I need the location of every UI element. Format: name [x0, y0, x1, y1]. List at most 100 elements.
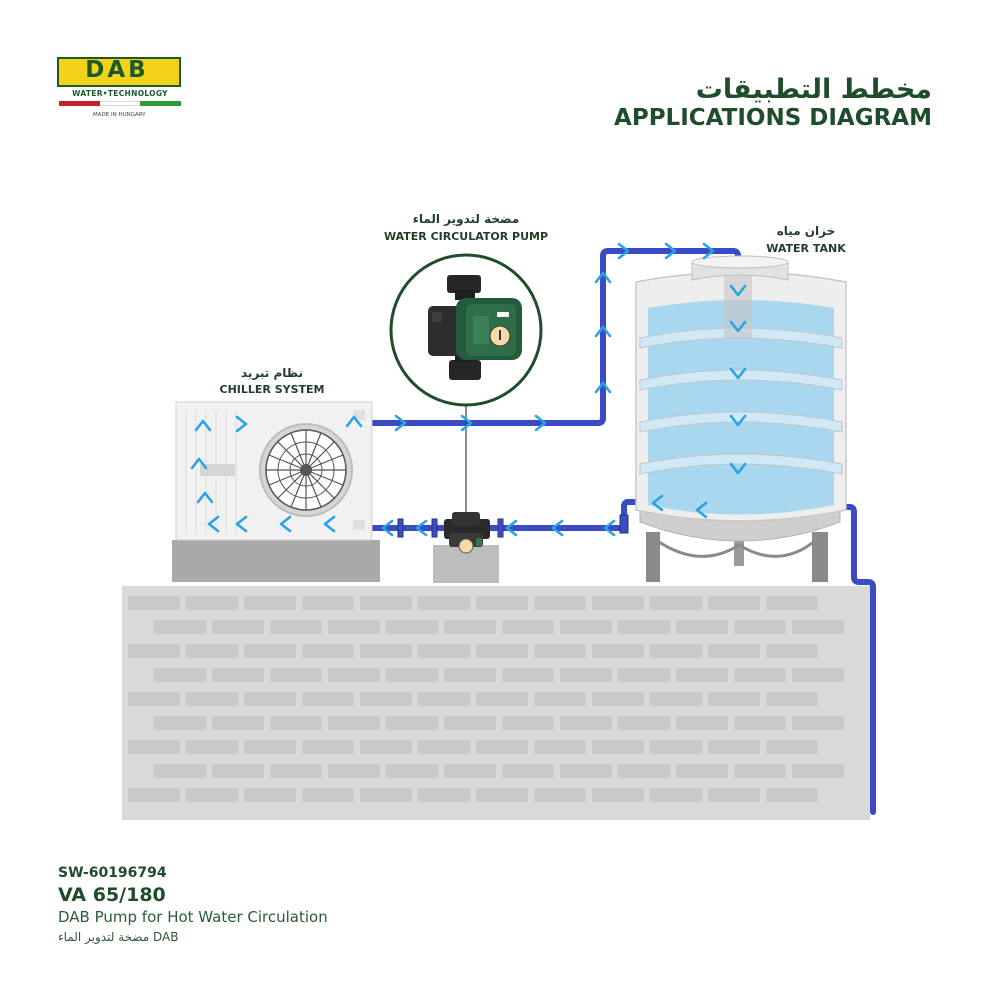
brick — [302, 596, 354, 610]
brick — [386, 668, 438, 682]
brick — [502, 620, 554, 634]
brick — [128, 740, 180, 754]
brick — [128, 644, 180, 658]
logo-made-in: MADE IN HUNGARY — [93, 112, 146, 118]
brick — [328, 620, 380, 634]
brick — [534, 788, 586, 802]
brick — [186, 644, 238, 658]
brick — [618, 620, 670, 634]
brick — [328, 764, 380, 778]
tank-label-arabic: خزان مياه — [776, 224, 836, 238]
brick — [650, 788, 702, 802]
brick — [618, 764, 670, 778]
chiller-fan-icon — [259, 423, 353, 517]
brick — [476, 740, 528, 754]
brick — [734, 716, 786, 730]
brick — [592, 788, 644, 802]
page-title: APPLICATIONS DIAGRAM — [614, 105, 932, 131]
brick — [502, 668, 554, 682]
pipe-joints — [397, 514, 629, 538]
brick — [418, 740, 470, 754]
supply-pipe — [367, 248, 741, 426]
drain-pipe — [840, 504, 876, 815]
brick — [650, 740, 702, 754]
brick — [360, 692, 412, 706]
brick — [708, 692, 760, 706]
pump-label: WATER CIRCULATOR PUMP — [383, 230, 549, 243]
brick — [650, 644, 702, 658]
brick — [302, 740, 354, 754]
brick — [792, 620, 844, 634]
brick — [592, 596, 644, 610]
brick — [244, 692, 296, 706]
brick — [212, 764, 264, 778]
pump-detail-circle — [389, 253, 543, 407]
brick — [186, 692, 238, 706]
brick — [734, 764, 786, 778]
brick — [502, 716, 554, 730]
brick — [270, 764, 322, 778]
brick — [534, 596, 586, 610]
brick — [186, 740, 238, 754]
brick — [328, 668, 380, 682]
brick — [244, 740, 296, 754]
logo-word: DAB — [85, 57, 149, 83]
brick — [186, 596, 238, 610]
brick — [676, 764, 728, 778]
brick — [386, 620, 438, 634]
chiller-label-arabic: نظام تبريد — [241, 366, 303, 380]
wall-bricks — [128, 596, 844, 802]
brick — [302, 644, 354, 658]
brick — [328, 716, 380, 730]
brick — [476, 596, 528, 610]
brick — [502, 764, 554, 778]
brick — [244, 788, 296, 802]
brick — [708, 740, 760, 754]
chiller-label: CHILLER SYSTEM — [219, 383, 325, 396]
brick — [154, 620, 206, 634]
brick — [186, 788, 238, 802]
brick — [766, 788, 818, 802]
brick — [212, 716, 264, 730]
dab-logo: DAB WATER•TECHNOLOGY MADE IN HUNGARY — [57, 57, 183, 121]
brick — [592, 644, 644, 658]
water-tank — [635, 255, 847, 582]
brick — [534, 644, 586, 658]
brick — [560, 668, 612, 682]
brick — [360, 596, 412, 610]
brick — [386, 716, 438, 730]
brick — [560, 764, 612, 778]
brick — [792, 764, 844, 778]
brick — [650, 692, 702, 706]
brick — [476, 692, 528, 706]
logo-flag-stripe — [59, 101, 182, 106]
brick — [792, 716, 844, 730]
product-model: VA 65/180 — [58, 884, 166, 906]
brick — [676, 620, 728, 634]
brick — [418, 692, 470, 706]
brick — [734, 668, 786, 682]
brick — [444, 764, 496, 778]
product-sku: SW-60196794 — [58, 865, 167, 881]
brick — [244, 596, 296, 610]
brick — [476, 788, 528, 802]
brick — [302, 788, 354, 802]
circulator-pump-installed — [433, 402, 499, 583]
brick — [154, 716, 206, 730]
brick — [534, 692, 586, 706]
product-description-arabic: مضخة لتدوير الماء DAB — [58, 930, 179, 944]
brick — [270, 716, 322, 730]
brick — [418, 788, 470, 802]
circulator-pump-icon — [428, 275, 522, 380]
brick — [418, 596, 470, 610]
brick — [766, 596, 818, 610]
brick — [212, 620, 264, 634]
brick — [708, 644, 760, 658]
brick-wall — [122, 586, 870, 820]
brick — [592, 692, 644, 706]
brick — [618, 668, 670, 682]
brick — [534, 740, 586, 754]
brick — [476, 644, 528, 658]
page-title-arabic: مخطط التطبيقات — [695, 74, 932, 105]
